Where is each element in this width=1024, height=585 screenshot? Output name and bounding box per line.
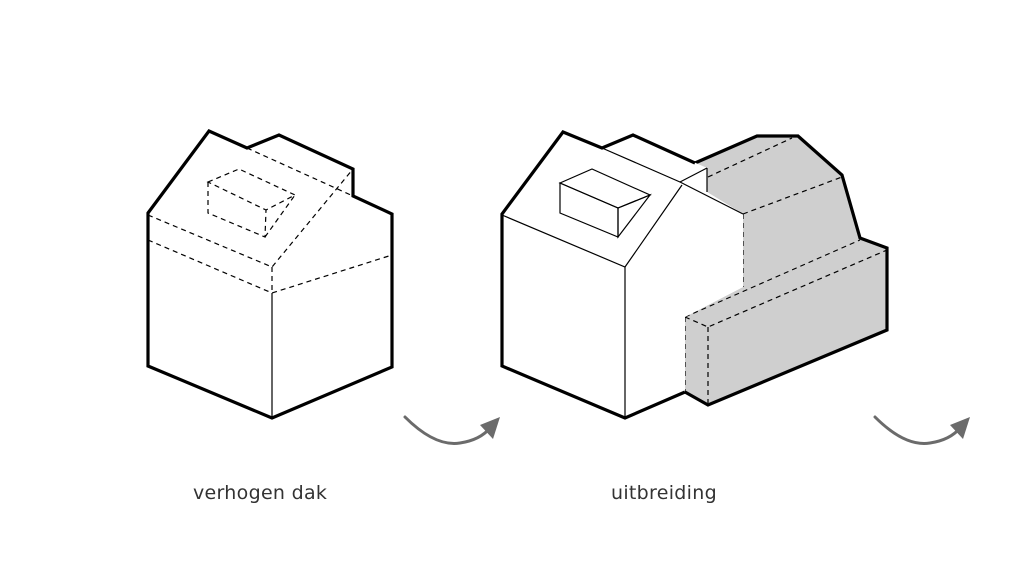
label-raised-roof: verhogen dak (193, 482, 328, 504)
label-extension: uitbreiding (611, 482, 717, 504)
house-body (502, 132, 743, 418)
raised-roof-dashed-lines (147, 147, 393, 294)
extension-outline (684, 134, 889, 407)
house-outline (146, 129, 394, 420)
curved-arrow-icon (403, 415, 500, 445)
curved-arrow-icon (873, 415, 970, 445)
dormer (558, 168, 652, 239)
extension-volume (685, 136, 887, 405)
house-raised-roof (146, 129, 394, 420)
dormer-dashed (206, 168, 297, 238)
house-extension (500, 130, 889, 420)
house-edges (501, 147, 744, 418)
house-outline (500, 130, 696, 420)
